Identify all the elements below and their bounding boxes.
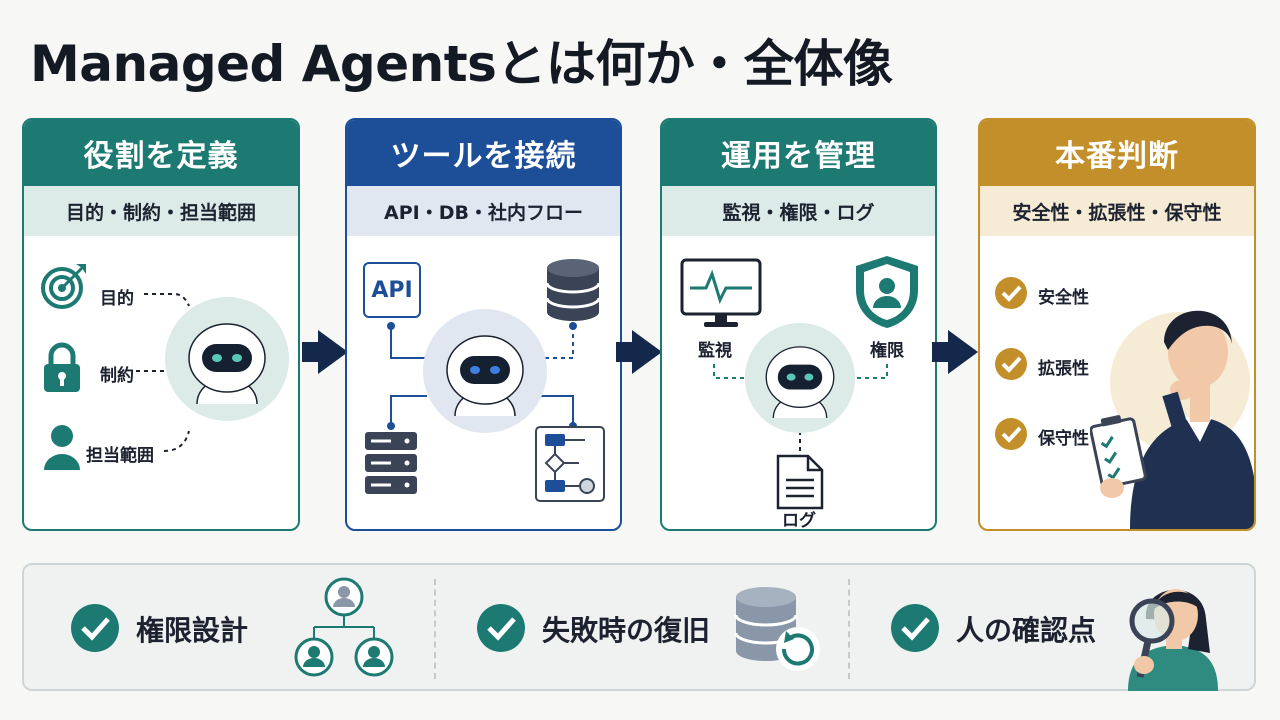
shield-user-icon bbox=[856, 256, 918, 328]
card-header: 運用を管理 bbox=[662, 120, 935, 186]
arrow-right-icon bbox=[302, 330, 348, 374]
card-subtitle: 監視・権限・ログ bbox=[662, 186, 935, 236]
card-header: 役割を定義 bbox=[24, 120, 298, 186]
card-operations-management: 運用を管理 監視・権限・ログ 監視 権限 bbox=[660, 118, 937, 531]
point-label-failure-recovery: 失敗時の復旧 bbox=[542, 614, 711, 647]
check-label-scalability: 拡張性 bbox=[1038, 359, 1089, 379]
robot-icon bbox=[165, 297, 289, 421]
item-label-purpose: 目的 bbox=[100, 289, 134, 309]
api-label: API bbox=[371, 277, 413, 303]
arrow-right-icon bbox=[932, 330, 978, 374]
check-circle-icon bbox=[995, 277, 1027, 309]
label-permissions: 権限 bbox=[870, 341, 904, 361]
lock-icon bbox=[44, 342, 80, 392]
connector-lines bbox=[136, 293, 190, 452]
card-role-definition: 役割を定義 目的・制約・担当範囲 目的 制約 担当範囲 bbox=[22, 118, 300, 531]
divider bbox=[434, 579, 436, 679]
point-label-permission-design: 権限設計 bbox=[136, 614, 249, 647]
server-icon bbox=[365, 432, 417, 494]
person-magnifier-illustration bbox=[1128, 589, 1218, 691]
check-label-safety: 安全性 bbox=[1038, 288, 1089, 308]
workflow-icon bbox=[535, 426, 605, 502]
item-label-constraints: 制約 bbox=[100, 366, 134, 386]
robot-icon bbox=[423, 309, 547, 433]
person-icon bbox=[44, 425, 80, 470]
check-circle-icon bbox=[891, 604, 939, 652]
check-circle-icon bbox=[71, 604, 119, 652]
monitor-icon bbox=[680, 258, 762, 327]
card-header: ツールを接続 bbox=[347, 120, 620, 186]
page-title: Managed Agentsとは何か・全体像 bbox=[30, 35, 893, 93]
check-label-maintainability: 保守性 bbox=[1038, 429, 1089, 449]
check-circle-icon bbox=[995, 348, 1027, 380]
label-logs: ログ bbox=[782, 511, 816, 531]
thinking-person-illustration bbox=[1090, 310, 1254, 529]
database-icon bbox=[545, 259, 601, 321]
card-subtitle: 目的・制約・担当範囲 bbox=[24, 186, 298, 236]
check-circle-icon bbox=[995, 418, 1027, 450]
document-icon bbox=[776, 454, 824, 510]
card-tool-connection: ツールを接続 API・DB・社内フロー API bbox=[345, 118, 622, 531]
point-label-human-checkpoints: 人の確認点 bbox=[956, 614, 1097, 647]
divider bbox=[848, 579, 850, 679]
item-label-scope: 担当範囲 bbox=[86, 446, 154, 466]
label-monitoring: 監視 bbox=[698, 341, 732, 361]
card-subtitle: API・DB・社内フロー bbox=[347, 186, 620, 236]
card-header: 本番判断 bbox=[980, 120, 1254, 186]
card-subtitle: 安全性・拡張性・保守性 bbox=[980, 186, 1254, 236]
database-restore-icon bbox=[734, 587, 820, 671]
api-box: API bbox=[363, 262, 421, 318]
connector-lines bbox=[387, 322, 577, 430]
card-production-decision: 本番判断 安全性・拡張性・保守性 bbox=[978, 118, 1256, 531]
arrow-right-icon bbox=[616, 330, 662, 374]
target-icon bbox=[41, 264, 86, 309]
robot-icon bbox=[744, 322, 856, 434]
check-circle-icon bbox=[477, 604, 525, 652]
key-points-panel: 権限設計 失敗時の復旧 人の確認点 bbox=[22, 563, 1256, 691]
org-hierarchy-icon bbox=[294, 577, 394, 677]
